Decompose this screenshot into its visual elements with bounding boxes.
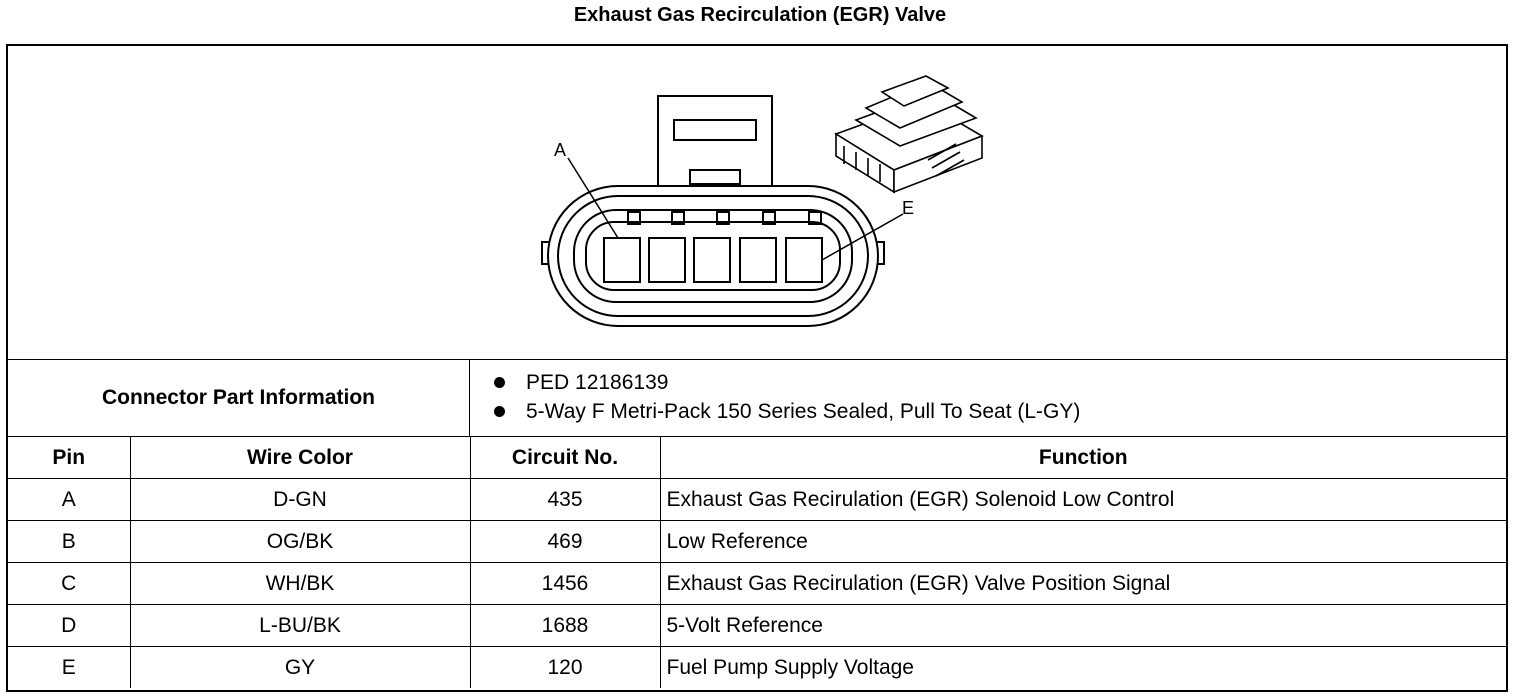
cell-function: 5-Volt Reference [659, 604, 1506, 647]
terminal-cavity-area [585, 221, 841, 291]
pin-label-e: E [902, 198, 914, 218]
table-row: A D-GN 435 Exhaust Gas Recirulation (EGR… [8, 478, 1506, 521]
pinout-table: Pin Wire Color Circuit No. Function A D-… [8, 437, 1506, 688]
cell-wire-color: D-GN [129, 478, 471, 521]
connector-seal [557, 195, 869, 317]
cell-pin: E [8, 646, 131, 688]
cell-function: Fuel Pump Supply Voltage [659, 646, 1506, 688]
header-function: Function [659, 437, 1506, 479]
header-pin: Pin [8, 437, 131, 479]
terminal-cavity-b [648, 237, 686, 283]
table-row: E GY 120 Fuel Pump Supply Voltage [8, 646, 1506, 688]
table-row: B OG/BK 469 Low Reference [8, 520, 1506, 563]
connector-info-item: 5-Way F Metri-Pack 150 Series Sealed, Pu… [470, 397, 1080, 426]
connector-info-text: 5-Way F Metri-Pack 150 Series Sealed, Pu… [526, 400, 1081, 423]
cell-function: Exhaust Gas Recirulation (EGR) Solenoid … [659, 478, 1506, 521]
lock-tab-a [627, 211, 641, 225]
cell-pin: D [8, 604, 131, 647]
terminal-cavity-c [693, 237, 731, 283]
cell-circuit: 469 [469, 520, 661, 563]
leader-line-e [821, 213, 904, 261]
bullet-icon [494, 377, 505, 388]
leader-line-a [567, 157, 619, 239]
cell-function: Exhaust Gas Recirulation (EGR) Valve Pos… [659, 562, 1506, 605]
connector-face-illustration: A E [541, 75, 984, 327]
lock-tab-b [671, 211, 685, 225]
latch-slot [689, 169, 741, 185]
connector-info-list: PED 12186139 5-Way F Metri-Pack 150 Seri… [470, 368, 1080, 426]
cell-circuit: 1688 [469, 604, 661, 647]
cell-wire-color: L-BU/BK [129, 604, 471, 647]
cell-pin: A [8, 478, 131, 521]
connector-info-text: PED 12186139 [526, 371, 669, 394]
connector-sheet: A E Connector Part Information [6, 44, 1508, 692]
connector-diagram: A E [8, 46, 1506, 360]
cell-circuit: 1456 [469, 562, 661, 605]
cell-circuit: 435 [469, 478, 661, 521]
page-title: Exhaust Gas Recirculation (EGR) Valve [573, 4, 947, 26]
connector-info-label: Connector Part Information [8, 360, 470, 436]
pin-label-a: A [554, 140, 566, 160]
cell-pin: B [8, 520, 131, 563]
cell-pin: C [8, 562, 131, 605]
latch-window [673, 119, 757, 141]
table-header-row: Pin Wire Color Circuit No. Function [8, 437, 1506, 479]
lock-tab-e [808, 211, 822, 225]
table-row: D L-BU/BK 1688 5-Volt Reference [8, 604, 1506, 647]
cell-wire-color: WH/BK [129, 562, 471, 605]
lock-tab-c [716, 211, 730, 225]
header-circuit-no: Circuit No. [469, 437, 661, 479]
table-row: C WH/BK 1456 Exhaust Gas Recirulation (E… [8, 562, 1506, 605]
cell-wire-color: OG/BK [129, 520, 471, 563]
cell-function: Low Reference [659, 520, 1506, 563]
connector-isometric-view [834, 75, 984, 194]
lock-tab-d [762, 211, 776, 225]
header-wire-color: Wire Color [129, 437, 471, 479]
terminal-cavity-d [739, 237, 777, 283]
connector-info-item: PED 12186139 [470, 368, 1080, 397]
terminal-cavity-a [603, 237, 641, 283]
cell-wire-color: GY [129, 646, 471, 688]
cell-circuit: 120 [469, 646, 661, 688]
connector-inner-wall [573, 209, 853, 303]
connector-part-information: Connector Part Information PED 12186139 … [8, 360, 1506, 437]
bullet-icon [494, 406, 505, 417]
